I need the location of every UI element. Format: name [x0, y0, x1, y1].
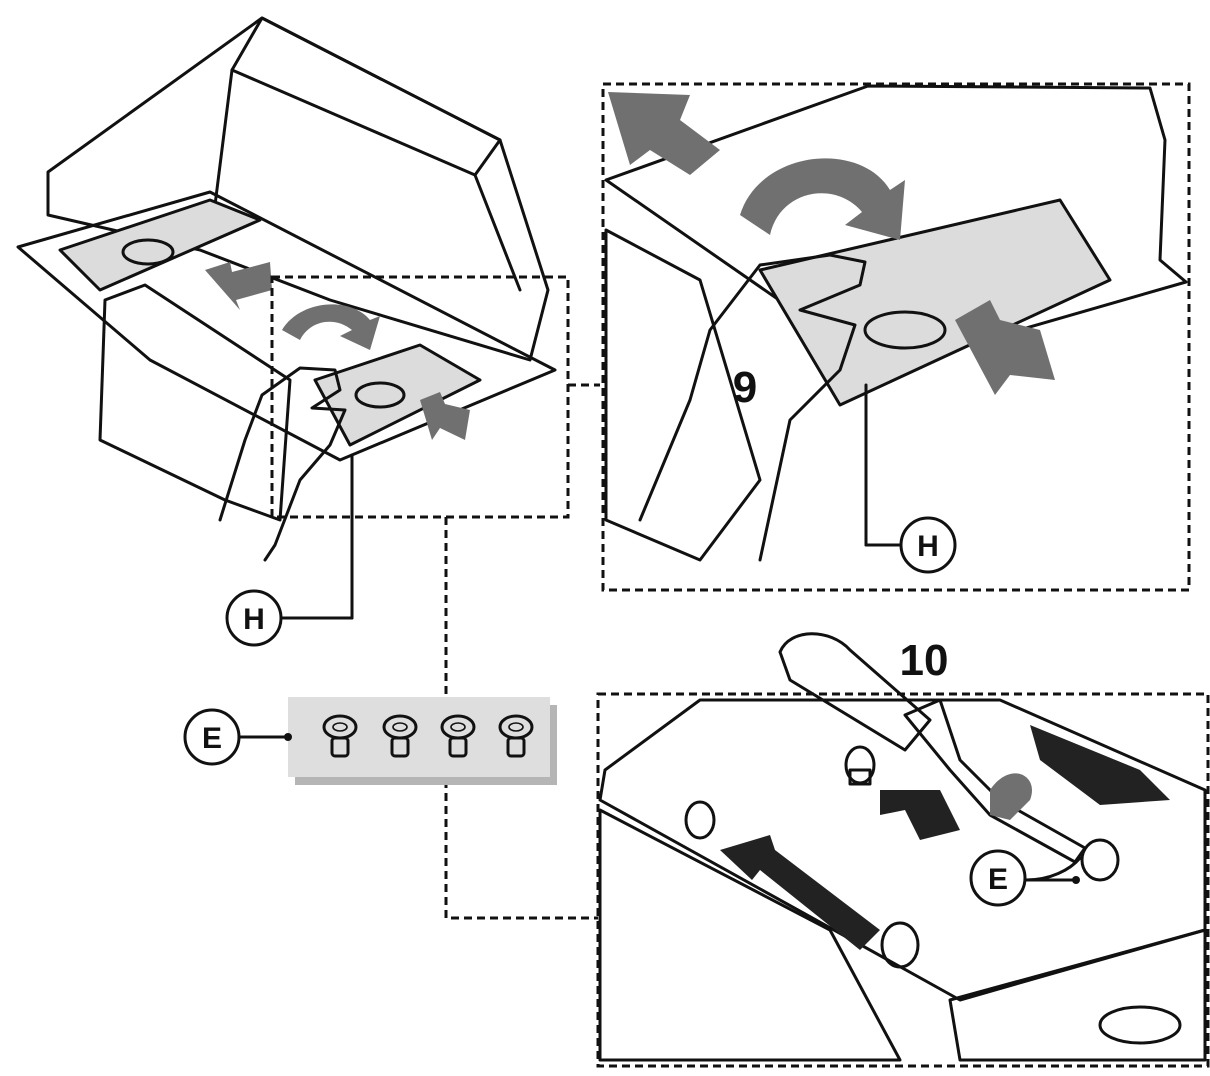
- slide-arrow-icon-step10: [720, 835, 880, 950]
- slide-arrow-icon-detail-2: [955, 300, 1055, 395]
- slide-arrow-icon: [205, 262, 272, 310]
- slide-arrow-icon-step10-3: [1030, 725, 1170, 805]
- step-10-detail: 10 E: [596, 632, 1210, 1068]
- filter-vent-hole: [121, 238, 175, 266]
- vent-hole: [1098, 1005, 1182, 1045]
- screw-icon: [322, 714, 358, 758]
- screw-icon-detail-2: [684, 800, 716, 840]
- callout-letter: H: [243, 603, 265, 636]
- callout-letter: E: [988, 863, 1008, 896]
- step-number: 9: [733, 363, 757, 412]
- callout-h-overview: H: [225, 453, 354, 647]
- step-number: 10: [900, 636, 949, 685]
- screw-icon-detail-4: [1080, 838, 1120, 882]
- slide-arrow-icon-2: [420, 392, 470, 440]
- screws-tray: [288, 697, 557, 785]
- step-9-detail: 9 H: [601, 82, 1191, 592]
- callout-e-tray: E: [183, 708, 292, 766]
- detail-highlight-box: [270, 275, 570, 519]
- filter-vent-hole-2: [354, 381, 406, 409]
- hand-icon-detail: [638, 253, 867, 562]
- rotate-arrow-icon-detail: [740, 158, 905, 240]
- slide-arrow-icon-detail: [608, 92, 720, 175]
- screwdriver-icon: [778, 632, 1087, 864]
- filter-vent-hole-detail: [863, 310, 947, 350]
- slide-arrow-icon-step10-2: [880, 790, 960, 840]
- rotate-arrow-icon-step10: [990, 773, 1032, 820]
- callout-letter: E: [202, 722, 222, 755]
- rotate-arrow-icon: [282, 304, 380, 350]
- screw-icon-detail-3: [880, 921, 920, 969]
- screw-icon-2: [382, 714, 418, 758]
- hand-icon: [218, 366, 347, 562]
- screw-icon-3: [440, 714, 476, 758]
- callout-letter: H: [917, 530, 939, 563]
- screw-icon-4: [498, 714, 534, 758]
- screw-icon-detail: [844, 745, 876, 786]
- hood-overview: [16, 16, 600, 562]
